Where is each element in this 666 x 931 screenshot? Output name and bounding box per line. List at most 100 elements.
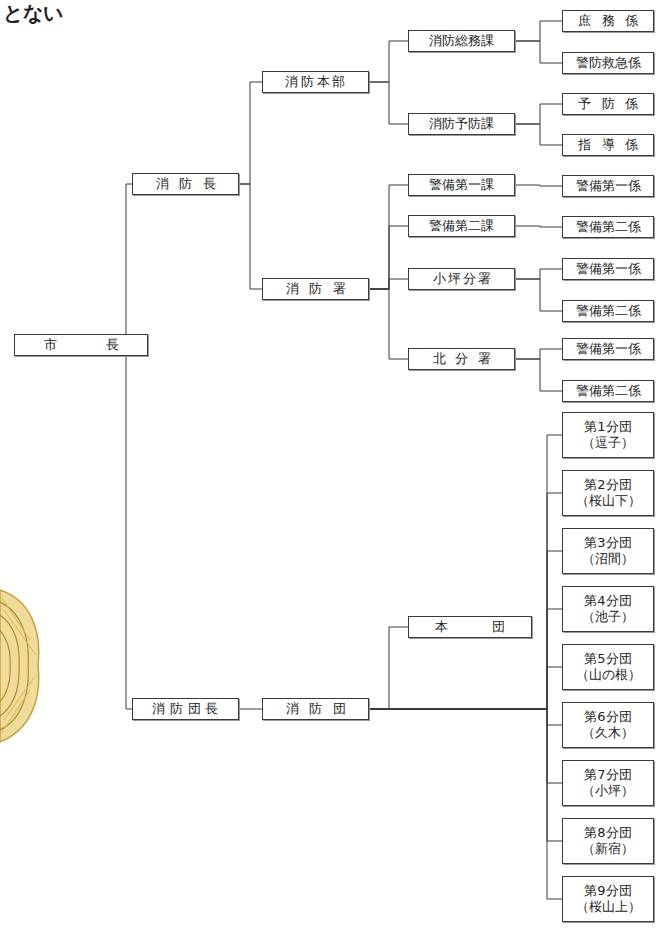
brigade-box: 第6分団（久木） [562,702,654,748]
box-label: 警防救急係 [576,55,641,71]
org-connector [369,709,562,725]
box-label: （桜山下） [576,493,641,509]
box-label: 消防団 [286,701,357,717]
box-label: （逗子） [582,435,634,451]
org-connector [239,184,262,289]
box-label: （桜山上） [576,899,641,915]
org-box: 消防長 [132,173,239,195]
box-label: 第8分団 [584,825,631,841]
org-connector [239,709,262,710]
fan-rib [2,598,36,732]
box-label: 警備第一課 [429,177,494,193]
box-label: 指導係 [578,137,649,153]
brigade-box: 第5分団（山の根） [562,644,654,690]
org-connector [369,82,408,124]
fan-fold [0,630,10,702]
org-box: 庶務係 [562,10,654,32]
org-box: 市長 [14,334,148,356]
brigade-box: 第2分団（桜山下） [562,470,654,516]
box-label: 消防署 [286,281,357,297]
brigade-box: 第3分団（沼間） [562,528,654,574]
box-label: 庶務係 [578,13,649,29]
box-label: 第2分団 [584,477,631,493]
org-connector [369,667,562,709]
org-box: 北分署 [408,348,515,370]
org-box: 消防予防課 [408,113,515,135]
box-label: 第7分団 [584,767,631,783]
org-box: 小坪分署 [408,268,515,290]
box-label: 警備第一係 [576,178,641,194]
org-box: 消防総務課 [408,30,515,52]
fan-shape [0,590,39,742]
org-box: 消防団 [262,698,369,720]
org-connector [515,124,562,145]
box-label: 第5分団 [584,651,631,667]
box-label: 警備第一係 [576,261,641,277]
box-label: 市長 [44,337,168,353]
brigade-box: 第4分団（池子） [562,586,654,632]
box-label: 消防長 [156,176,227,192]
org-box: 警備第二係 [562,300,654,322]
box-label: 小坪分署 [433,271,493,287]
box-label: 警備第二課 [429,218,494,234]
org-box: 消防署 [262,278,369,300]
org-connector [369,609,562,709]
heading-fragment: とない [3,0,63,27]
org-box: 警備第一係 [562,258,654,280]
org-box: 消防団長 [132,698,239,720]
org-box: 予防係 [562,93,654,115]
org-connector [369,41,408,82]
org-box: 警備第一係 [562,175,654,197]
org-box: 警備第二課 [408,215,515,237]
box-label: （久木） [582,725,634,741]
org-connector [369,435,562,709]
box-label: 第4分団 [584,593,631,609]
org-connector [369,226,408,289]
box-label: 本団 [435,619,549,635]
org-connector [369,709,562,841]
org-connector [515,226,562,227]
fan-fold [0,602,28,730]
org-connector [515,21,562,41]
org-box: 警備第二係 [562,380,654,402]
box-label: 消防団長 [152,701,223,717]
org-connector [369,289,408,359]
brigade-box: 第1分団（逗子） [562,412,654,458]
box-label: 消防本部 [285,74,348,90]
org-connector [515,185,562,186]
org-connector [369,627,408,709]
box-label: 第9分団 [584,883,631,899]
org-connector [515,359,562,391]
org-box: 警防救急係 [562,52,654,74]
org-connector [369,493,562,709]
brigade-box: 第9分団（桜山上） [562,876,654,922]
box-label: （新宿） [582,841,634,857]
org-box: 本団 [408,616,532,638]
box-label: 消防総務課 [429,33,494,49]
brigade-box: 第7分団（小坪） [562,760,654,806]
org-box: 警備第一係 [562,338,654,360]
org-connector [369,709,562,899]
box-label: 第3分団 [584,535,631,551]
box-label: 警備第二係 [576,303,641,319]
org-connector [369,709,562,783]
org-box: 警備第一課 [408,174,515,196]
box-label: 警備第一係 [576,341,641,357]
org-box: 消防本部 [262,71,369,93]
box-label: 北分署 [433,351,501,367]
org-connector [515,279,562,311]
box-label: 消防予防課 [429,116,494,132]
box-label: 第1分団 [584,419,631,435]
brigade-box: 第8分団（新宿） [562,818,654,864]
box-label: 警備第二係 [576,219,641,235]
box-label: 予防係 [578,96,649,112]
org-box: 指導係 [562,134,654,156]
org-connector [369,185,408,289]
org-connector [369,279,408,289]
fan-illustration [0,590,39,742]
org-connector [369,551,562,709]
org-connector [515,349,562,359]
box-label: （沼間） [582,551,634,567]
box-label: 第6分団 [584,709,631,725]
box-label: （山の根） [576,667,641,683]
